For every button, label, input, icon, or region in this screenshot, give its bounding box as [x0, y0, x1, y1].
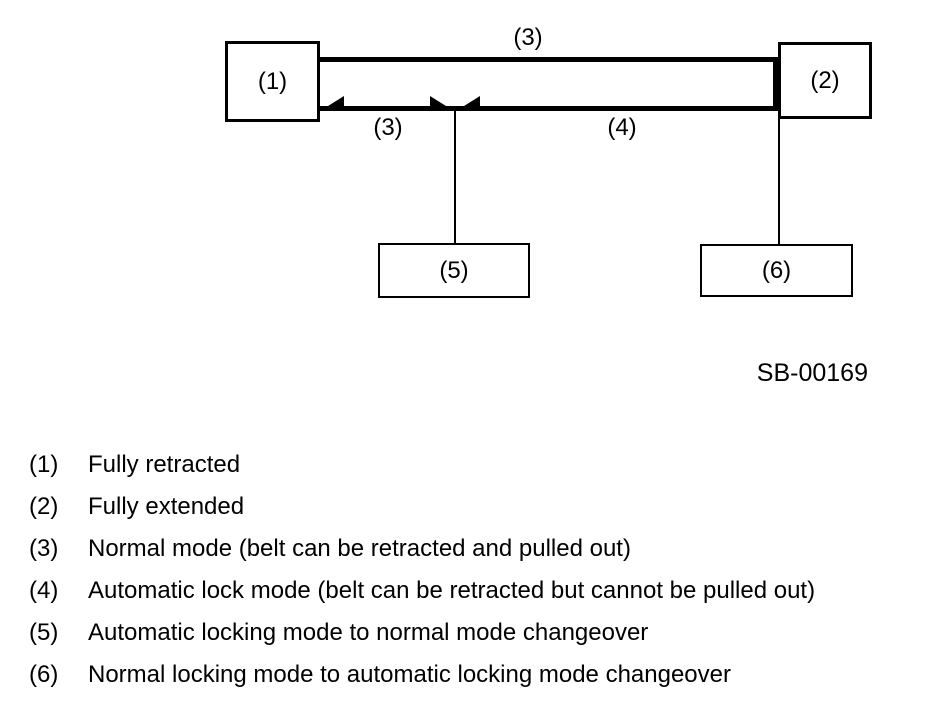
legend-item-number: (3): [29, 535, 59, 562]
auto-to-normal-changeover-box-label: (5): [439, 256, 469, 284]
legend-item-text: Fully extended: [88, 493, 245, 520]
auto-to-normal-changeover-box: (5): [378, 243, 530, 298]
legend-item-text: Automatic locking mode to normal mode ch…: [88, 619, 649, 646]
fully-retracted-box: (1): [225, 41, 320, 122]
legend-item-number: (1): [29, 451, 59, 478]
normal-to-auto-changeover-box-label: (6): [761, 256, 792, 284]
legend-item-6: (6) Normal locking mode to automatic loc…: [29, 661, 929, 689]
belt-path-top-line: [320, 57, 779, 62]
legend-item-number: (4): [29, 577, 59, 604]
legend-item-5: (5) Automatic locking mode to normal mod…: [29, 619, 929, 647]
changeover-left-arrowhead-icon: [456, 96, 480, 111]
fully-extended-box: (2): [778, 42, 872, 119]
segment-label-left-3: (3): [373, 114, 403, 141]
legend-item-number: (5): [29, 619, 59, 646]
legend-item-text: Normal locking mode to automatic locking…: [88, 661, 731, 688]
changeover-right-arrowhead-icon: [430, 96, 454, 111]
belt-path-end-bar: [773, 57, 779, 111]
segment-label-top-3: (3): [513, 24, 543, 51]
legend-item-number: (2): [29, 493, 59, 520]
legend-item-text: Fully retracted: [88, 451, 241, 478]
fully-retracted-box-label: (1): [257, 67, 288, 95]
retract-arrowhead-icon: [320, 96, 344, 111]
legend-item-number: (6): [29, 661, 59, 688]
changeover-point-5-leader-line: [454, 109, 456, 243]
legend-item-2: (2) Fully extended: [29, 493, 929, 521]
figure-code: SB-00169: [756, 359, 868, 387]
changeover-point-6-leader-line: [778, 119, 780, 244]
normal-to-auto-changeover-box: (6): [700, 244, 853, 297]
legend-item-3: (3) Normal mode (belt can be retracted a…: [29, 535, 929, 563]
legend-item-1: (1) Fully retracted: [29, 451, 929, 479]
legend: (1) Fully retracted (2) Fully extended (…: [29, 451, 929, 703]
legend-item-text: Normal mode (belt can be retracted and p…: [88, 535, 631, 562]
segment-label-right-4: (4): [607, 114, 637, 141]
belt-path-bottom-line: [320, 106, 779, 111]
legend-item-text: Automatic lock mode (belt can be retract…: [88, 577, 816, 604]
fully-extended-box-label: (2): [810, 66, 840, 94]
legend-item-4: (4) Automatic lock mode (belt can be ret…: [29, 577, 929, 605]
